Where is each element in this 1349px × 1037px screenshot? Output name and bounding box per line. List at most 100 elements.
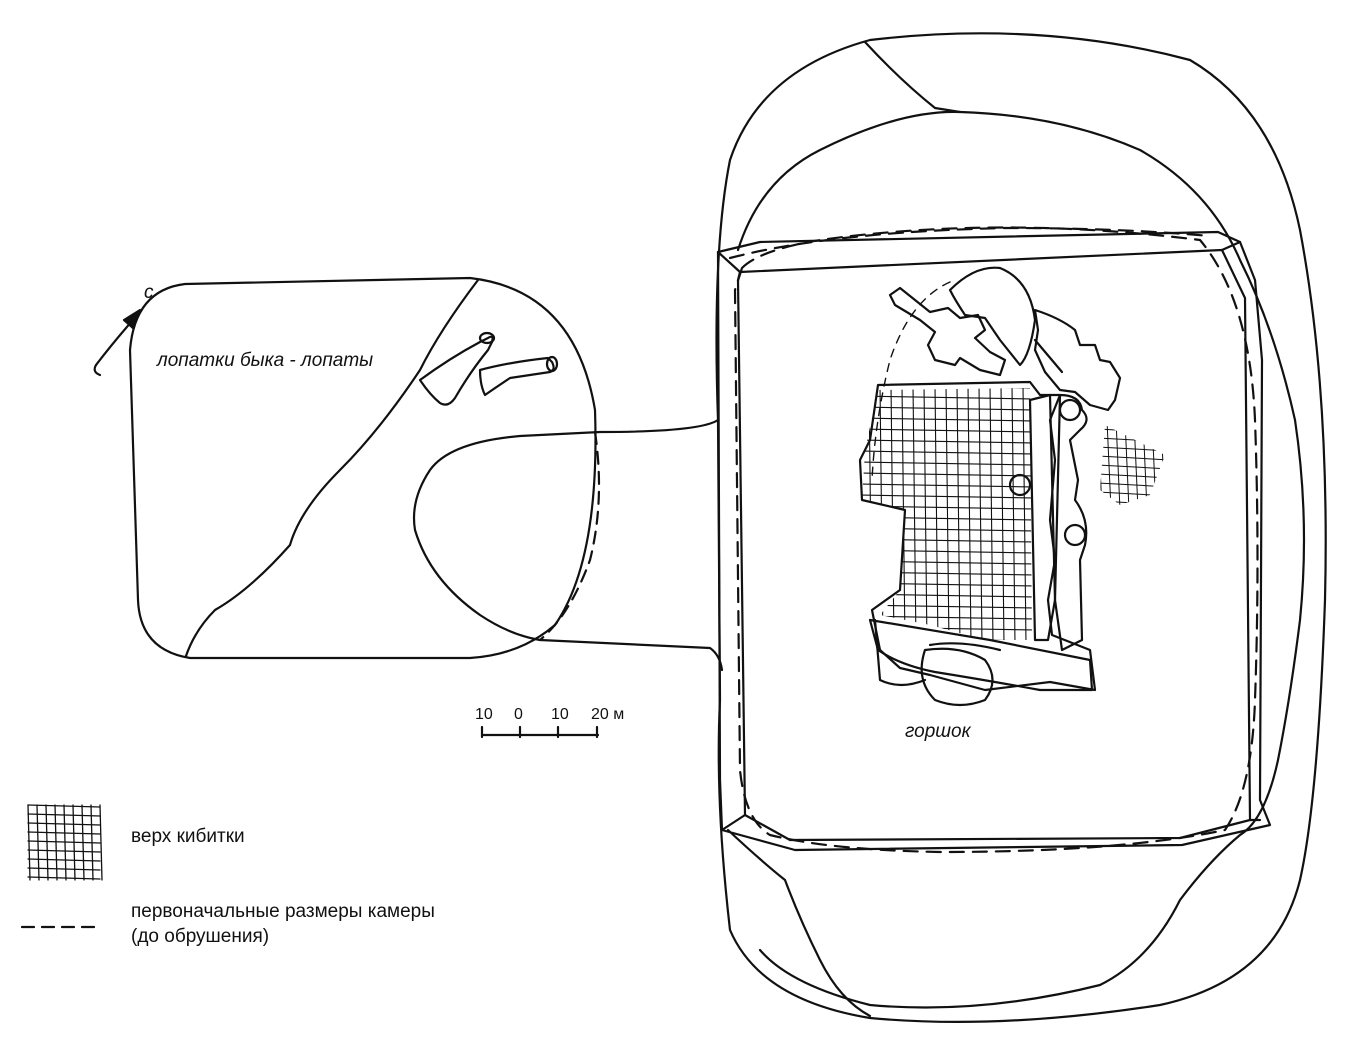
hatch-line	[27, 840, 101, 844]
bones-label: лопатки быка - лопаты	[157, 350, 374, 371]
hatch-line	[956, 388, 961, 640]
hatch-line	[912, 388, 917, 640]
hatch-line	[54, 804, 58, 881]
top-semicircle	[948, 266, 1037, 367]
scale-tick-0: 0	[514, 706, 523, 723]
entrance-pit-outline	[128, 276, 597, 660]
hatch-line	[945, 388, 950, 640]
cross-yoke	[888, 286, 1007, 377]
hatch-line	[978, 388, 983, 640]
hatch-line	[99, 804, 103, 881]
hatch-line	[1133, 425, 1139, 505]
hatch-line	[45, 804, 49, 881]
north-label: с	[144, 282, 154, 303]
hatch-line	[1100, 473, 1165, 479]
hatch-line	[862, 472, 1032, 477]
hatch-line	[862, 461, 1032, 466]
hatch-line	[862, 582, 1032, 587]
hatch-line	[36, 804, 40, 881]
wheel-hub-3	[1063, 523, 1087, 547]
hatch-line	[862, 637, 1032, 640]
scale-tick-10-left: 10	[475, 706, 493, 723]
hatch-line	[1142, 425, 1148, 505]
hatch-line	[862, 527, 1032, 532]
wagon-side-grid	[1098, 420, 1174, 514]
chamber-wall-inner	[736, 248, 1252, 842]
north-arrow-head	[122, 308, 142, 330]
hatch-line	[1170, 420, 1174, 510]
entrance-fracture-line	[184, 278, 480, 658]
wagon-rail-right	[1053, 393, 1088, 652]
hatch-line	[1098, 510, 1170, 514]
hatch-line	[1098, 420, 1170, 424]
hatch-line	[862, 439, 1032, 444]
scale-bar	[480, 725, 600, 739]
hatch-line	[1100, 482, 1165, 488]
bone-1-head	[478, 331, 496, 345]
hatch-line	[27, 867, 101, 871]
wheel-hub-2	[1008, 473, 1032, 497]
yoke-shaft-diagonal	[1033, 338, 1064, 374]
hatch-line	[1106, 425, 1112, 505]
hatch-line	[27, 858, 101, 862]
bottom-board	[868, 618, 1094, 692]
hatch-line	[1100, 428, 1165, 434]
hatch-line	[27, 831, 101, 835]
pot-label: горшок	[905, 721, 971, 742]
hatch-line	[862, 395, 1032, 400]
scale-tick-10-right: 10	[551, 706, 569, 723]
hatch-line	[1000, 388, 1005, 640]
hatch-line	[862, 516, 1032, 521]
chamber-inner-curve	[736, 110, 1306, 1009]
hatch-line	[1115, 425, 1121, 505]
collapse-line-bottom	[726, 828, 872, 1018]
hatch-line	[862, 538, 1032, 543]
bone-1	[418, 335, 494, 406]
bottom-left-lip	[873, 618, 927, 687]
dromos-dashed-end	[538, 430, 601, 642]
hatch-line	[1151, 425, 1157, 505]
hatch-line	[862, 417, 1032, 422]
original-chamber-dashed	[733, 226, 1259, 854]
hatch-line	[923, 388, 928, 640]
bone-2-head	[545, 355, 559, 373]
outer-pit-outline	[715, 32, 1327, 1023]
wheel-hub-1	[1058, 398, 1082, 422]
wagon-shaft	[1028, 393, 1057, 642]
bottom-pot-shape	[920, 647, 994, 707]
wagon-dashed-arc	[871, 281, 951, 481]
hatch-line	[862, 571, 1032, 576]
original-chamber-dashed-inner	[728, 226, 1212, 260]
hatch-line	[862, 505, 1032, 510]
legend-wagon-top-label: верх кибитки	[131, 826, 245, 847]
collapse-line-top	[863, 40, 962, 114]
hatch-line	[862, 604, 1032, 609]
hatch-line	[862, 483, 1032, 488]
hatch-line	[862, 560, 1032, 565]
hatch-line	[1124, 425, 1130, 505]
dromos-outline-top	[412, 418, 724, 672]
scale-tick-20: 20 м	[591, 706, 625, 723]
hatch-line	[1011, 388, 1016, 640]
hatch-line	[27, 804, 101, 808]
hatch-line	[862, 406, 1032, 411]
hatch-line	[858, 385, 861, 645]
right-yoke-part	[1033, 308, 1122, 412]
hatch-line	[879, 388, 884, 640]
hatch-line	[1100, 425, 1103, 505]
hatch-line	[1100, 491, 1165, 497]
hatch-line	[27, 813, 101, 817]
legend-original-size-line1: первоначальные размеры камеры	[131, 901, 435, 922]
hatch-line	[1022, 388, 1027, 640]
hatch-line	[934, 388, 939, 640]
wagon-outline	[858, 380, 1097, 692]
hatch-line	[862, 593, 1032, 598]
hatch-line	[967, 388, 972, 640]
hatch-line	[862, 626, 1032, 631]
hatch-line	[862, 428, 1032, 433]
hatch-line	[989, 388, 994, 640]
legend-grid-symbol	[27, 804, 103, 881]
bottom-curve	[928, 642, 1002, 652]
